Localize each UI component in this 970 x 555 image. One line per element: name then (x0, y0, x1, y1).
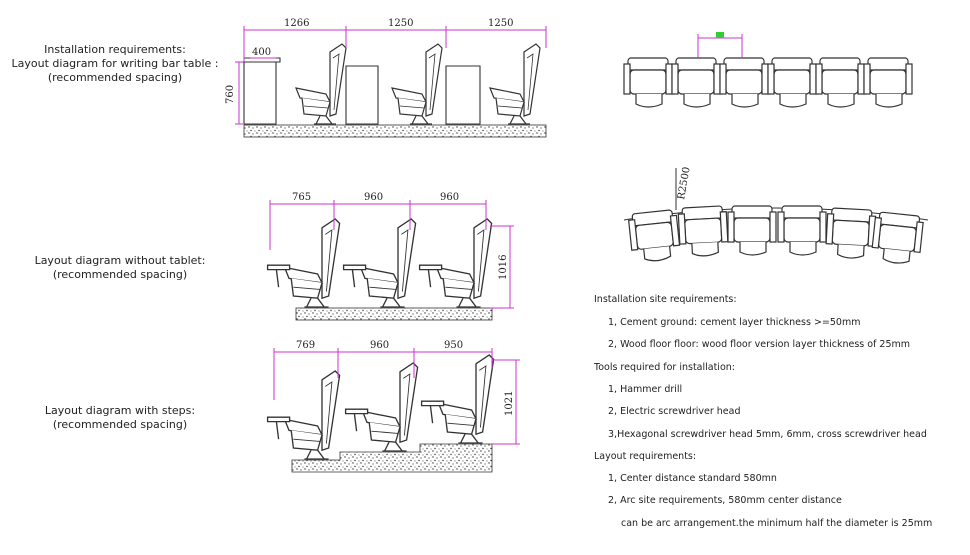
writing-bar-spacing-1: 1266 (284, 18, 309, 29)
writing-bar-desk-width: 400 (252, 47, 271, 58)
writing-bar-label-line-2: Layout diagram for writing bar table : (11, 57, 219, 70)
without-tablet-label-line-1: Layout diagram without tablet: (34, 254, 206, 267)
without-tablet-diagram: 765 960 960 1016 (266, 192, 514, 321)
requirement-line-6: 2, Electric screwdriver head (608, 406, 741, 417)
requirement-line-5: 1, Hammer drill (608, 384, 683, 395)
requirement-line-4: Tools required for installation: (594, 362, 735, 373)
requirement-line-2: 1, Cement ground: cement layer thickness… (608, 317, 861, 328)
writing-bar-label-line-1: Installation requirements: (44, 43, 186, 56)
requirement-line-9: 1, Center distance standard 580mn (608, 473, 777, 484)
without-tablet-label-line-2: (recommended spacing) (52, 268, 188, 281)
requirement-line-11: can be arc arrangement.the minimum half … (621, 518, 933, 529)
arc-radius-label: R2500 (676, 166, 693, 200)
requirement-line-10: 2, Arc site requirements, 580mm center d… (608, 495, 842, 506)
writing-bar-spacing-2: 1250 (388, 18, 413, 29)
writing-bar-height: 760 (225, 85, 236, 104)
with-steps-diagram: 769 960 950 1021 (266, 340, 520, 473)
with-steps-label-line-1: Layout diagram with steps: (44, 404, 196, 417)
without-tablet-label: Layout diagram without tablet: (recommen… (20, 254, 220, 282)
requirement-line-8: Layout requirements: (594, 451, 697, 462)
writing-bar-label-line-3: (recommended spacing) (47, 71, 183, 84)
requirement-line-7: 3,Hexagonal screwdriver head 5mm, 6mm, c… (608, 429, 927, 440)
without-tablet-spacing-2: 960 (364, 192, 383, 203)
without-tablet-spacing-1: 765 (292, 192, 311, 203)
with-steps-spacing-2: 960 (370, 340, 389, 351)
straight-row-top-view (623, 32, 913, 108)
with-steps-spacing-3: 950 (444, 340, 463, 351)
requirement-line-1: Installation site requirements: (594, 294, 737, 305)
without-tablet-spacing-3: 960 (440, 192, 459, 203)
with-steps-height: 1021 (504, 391, 515, 416)
requirement-line-3: 2, Wood floor floor: wood floor version … (608, 339, 911, 350)
with-steps-label: Layout diagram with steps: (recommended … (20, 404, 220, 432)
with-steps-spacing-1: 769 (296, 340, 315, 351)
writing-bar-diagram: 1266 1250 1250 400 760 (225, 18, 547, 138)
writing-bar-spacing-3: 1250 (488, 18, 513, 29)
writing-bar-label: Installation requirements: Layout diagra… (10, 43, 220, 85)
center-distance-marker (716, 32, 724, 38)
without-tablet-height: 1016 (498, 255, 509, 280)
with-steps-label-line-2: (recommended spacing) (52, 418, 188, 431)
arc-row-top-view: R2500 (623, 166, 929, 266)
